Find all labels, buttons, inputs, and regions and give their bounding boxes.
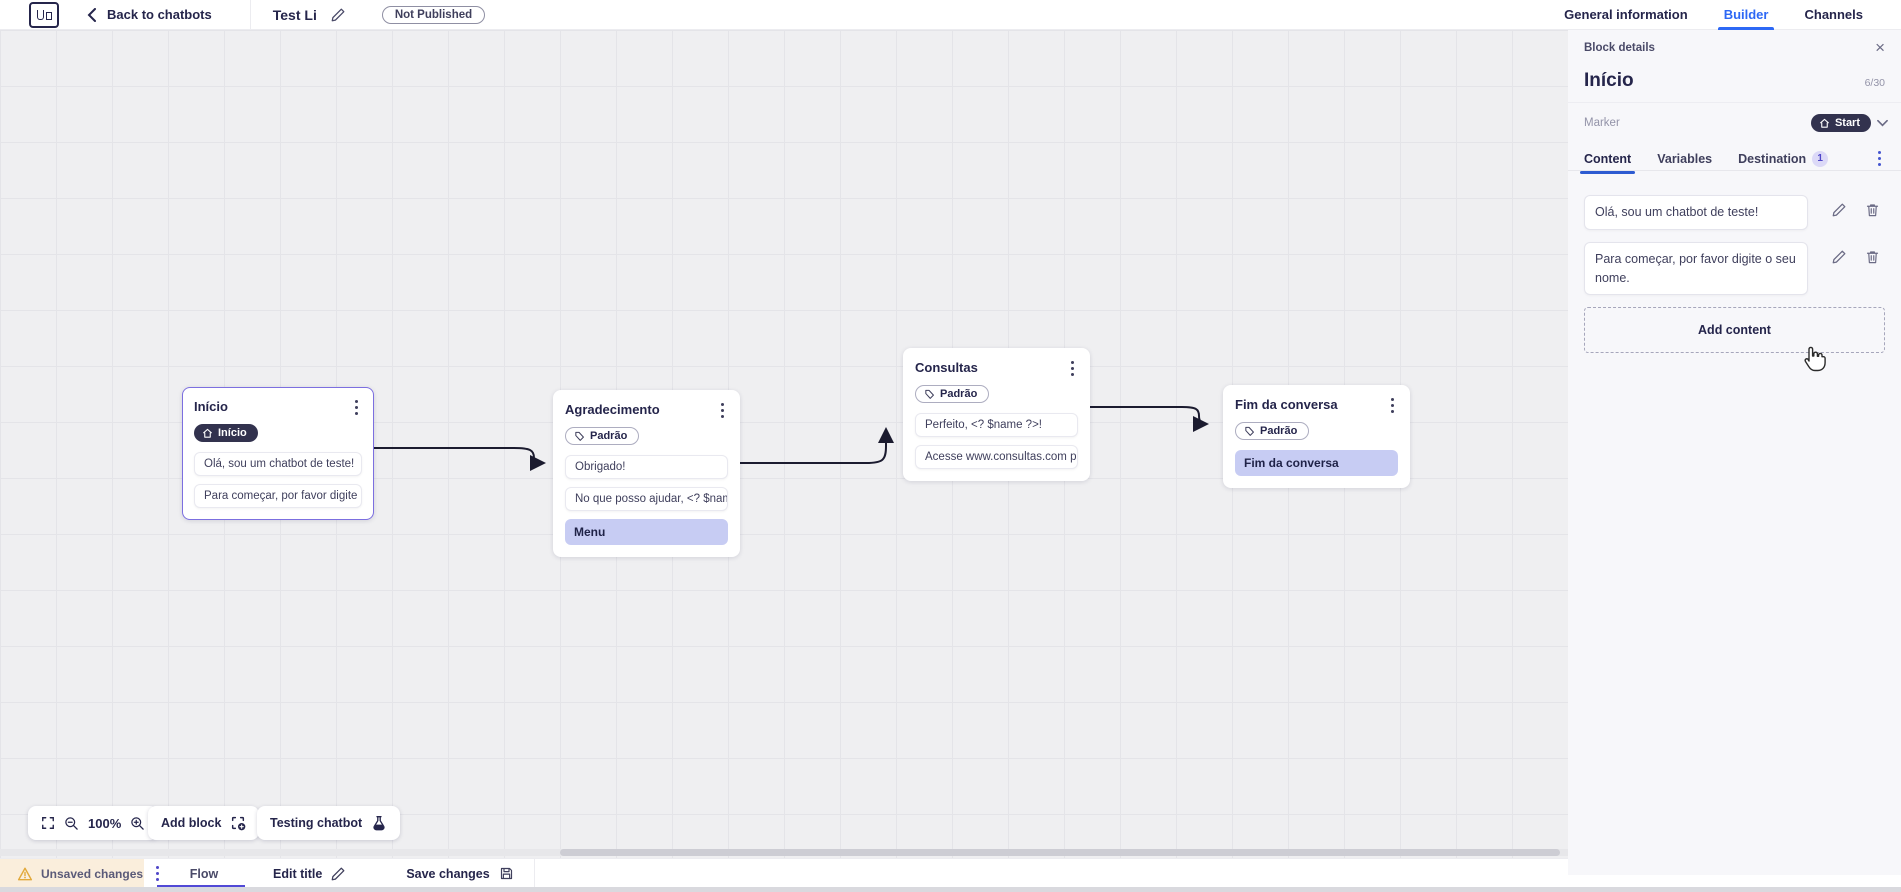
tab-destination[interactable]: Destination 1 <box>1738 145 1829 173</box>
start-marker-badge: Início <box>194 424 258 442</box>
block-title: Agradecimento <box>565 402 660 417</box>
unsaved-changes-label: Unsaved changes <box>41 866 144 881</box>
block-menu-icon[interactable] <box>1387 396 1398 415</box>
block-title: Consultas <box>915 360 978 375</box>
panel-menu-icon[interactable] <box>1874 149 1885 168</box>
topbar-tabs: General information Builder Channels <box>1564 0 1863 30</box>
zoom-controls: 100% <box>28 806 159 840</box>
tag-icon <box>1245 426 1254 436</box>
panel-bottom-gap <box>1568 875 1901 888</box>
flow-block-agradecimento[interactable]: Agradecimento Padrão Obrigado! No que po… <box>553 390 740 557</box>
panel-header-label: Block details <box>1584 41 1655 54</box>
zoom-level: 100% <box>88 815 122 831</box>
edit-message-icon[interactable] <box>1832 202 1847 218</box>
save-icon <box>499 866 514 881</box>
close-icon[interactable]: × <box>1875 38 1885 57</box>
publish-status-badge: Not Published <box>381 5 486 24</box>
tab-general-information[interactable]: General information <box>1564 7 1688 22</box>
block-name-input[interactable]: Início <box>1584 70 1634 91</box>
tab-content[interactable]: Content <box>1579 145 1636 174</box>
destination-count-badge: 1 <box>1812 150 1829 167</box>
block-title: Início <box>194 399 228 414</box>
name-length-counter: 6/30 <box>1864 77 1885 89</box>
tag-icon <box>575 431 584 441</box>
block-message[interactable]: Acesse www.consultas.com par... <box>915 444 1078 469</box>
block-menu-icon[interactable] <box>1067 359 1078 378</box>
block-message[interactable]: Para começar, por favor digite o ... <box>194 483 362 508</box>
add-content-button[interactable]: Add content <box>1584 307 1885 354</box>
tag-badge: Padrão <box>1235 422 1310 440</box>
content-list: Olá, sou um chatbot de teste! Para começ… <box>1568 171 1901 354</box>
top-bar: Back to chatbots Test Li Not Published G… <box>0 0 1901 30</box>
delete-message-icon[interactable] <box>1865 202 1880 218</box>
testing-chatbot-button[interactable]: Testing chatbot <box>257 806 401 840</box>
tab-variables[interactable]: Variables <box>1657 151 1713 166</box>
block-message[interactable]: Olá, sou um chatbot de teste! <box>194 451 362 476</box>
flask-icon <box>371 815 387 831</box>
tab-flow[interactable]: Flow <box>157 859 245 888</box>
back-chevron-icon <box>87 7 97 22</box>
zoom-out-icon[interactable] <box>64 816 79 831</box>
edit-message-icon[interactable] <box>1832 249 1847 265</box>
block-menu-icon[interactable] <box>717 401 728 420</box>
block-details-panel: Block details × Início 6/30 Marker Start… <box>1568 30 1901 875</box>
block-message[interactable]: No que posso ajudar, <? $name ... <box>565 486 728 511</box>
bottombar-divider <box>533 859 535 888</box>
save-changes-label: Save changes <box>406 866 490 881</box>
flow-block-fim-da-conversa[interactable]: Fim da conversa Padrão Fim da conversa <box>1223 385 1410 488</box>
start-marker-pill: Start <box>1810 114 1871 132</box>
block-button-fim[interactable]: Fim da conversa <box>1235 449 1398 476</box>
warning-icon <box>17 867 33 881</box>
chevron-down-icon <box>1877 119 1888 127</box>
marker-label: Marker <box>1584 117 1620 129</box>
tag-icon <box>925 389 934 399</box>
flow-block-inicio[interactable]: Início Início Olá, sou um chatbot de tes… <box>182 387 374 520</box>
save-changes-button[interactable]: Save changes <box>406 859 513 888</box>
back-label: Back to chatbots <box>107 7 212 22</box>
back-to-chatbots-button[interactable]: Back to chatbots <box>87 7 212 22</box>
panel-tabs: Content Variables Destination 1 <box>1568 143 1901 174</box>
tab-channels[interactable]: Channels <box>1804 7 1863 22</box>
home-icon <box>1819 118 1829 128</box>
add-block-label: Add block <box>161 816 222 830</box>
add-block-icon <box>230 815 246 831</box>
unsaved-changes-indicator: Unsaved changes <box>0 859 144 888</box>
fit-screen-icon[interactable] <box>41 816 55 830</box>
add-block-button[interactable]: Add block <box>148 806 260 840</box>
block-title: Fim da conversa <box>1235 397 1338 412</box>
canvas-horizontal-scrollbar[interactable] <box>0 849 1568 856</box>
tag-badge: Padrão <box>915 385 990 403</box>
block-menu-icon[interactable] <box>351 398 362 417</box>
edit-title-pencil-icon[interactable] <box>331 7 346 22</box>
flow-block-consultas[interactable]: Consultas Padrão Perfeito, <? $name ?>! … <box>903 348 1090 481</box>
app-logo[interactable] <box>29 1 59 28</box>
home-icon <box>203 428 212 438</box>
message-card[interactable]: Para começar, por favor digite o seu nom… <box>1584 241 1808 296</box>
content-item-row: Para começar, por favor digite o seu nom… <box>1584 241 1885 296</box>
block-message[interactable]: Perfeito, <? $name ?>! <box>915 412 1078 437</box>
tag-badge: Padrão <box>565 427 640 445</box>
zoom-in-icon[interactable] <box>130 816 145 831</box>
tab-builder[interactable]: Builder <box>1717 0 1775 30</box>
message-card[interactable]: Olá, sou um chatbot de teste! <box>1584 195 1808 230</box>
flow-menu-icon[interactable] <box>152 864 163 883</box>
content-item-row: Olá, sou um chatbot de teste! <box>1584 195 1885 230</box>
testing-chatbot-label: Testing chatbot <box>270 816 363 830</box>
delete-message-icon[interactable] <box>1865 249 1880 265</box>
scrollbar-thumb[interactable] <box>560 849 1560 856</box>
block-message[interactable]: Obrigado! <box>565 454 728 479</box>
bottom-bar: Unsaved changes Flow Edit title Save cha… <box>0 858 1568 888</box>
topbar-divider <box>249 0 251 30</box>
flow-canvas[interactable]: Início Início Olá, sou um chatbot de tes… <box>0 30 1568 858</box>
bottom-edge-strip <box>0 887 1901 892</box>
edit-title-button[interactable]: Edit title <box>273 859 346 888</box>
block-button-menu[interactable]: Menu <box>565 518 728 545</box>
chatbot-title[interactable]: Test Li <box>272 6 317 23</box>
app-logo-icon <box>36 9 52 20</box>
pencil-icon <box>331 866 346 881</box>
edit-title-label: Edit title <box>273 866 323 881</box>
marker-select[interactable]: Start <box>1810 114 1888 132</box>
